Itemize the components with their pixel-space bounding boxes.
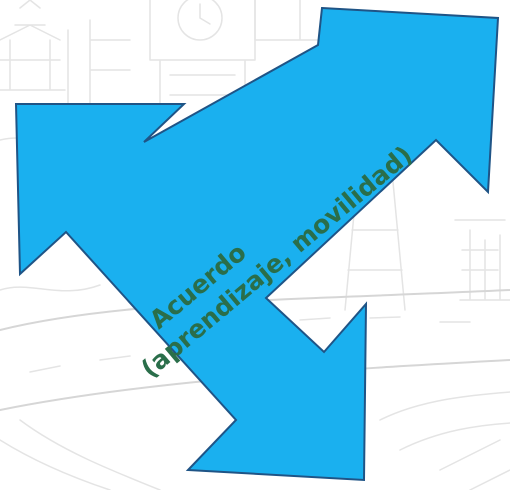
clock-hands-sketch — [200, 4, 210, 24]
clock-tower-sketch — [150, 0, 255, 60]
pagoda-sketch — [0, 25, 65, 90]
four-way-arrow-shape — [16, 8, 498, 480]
